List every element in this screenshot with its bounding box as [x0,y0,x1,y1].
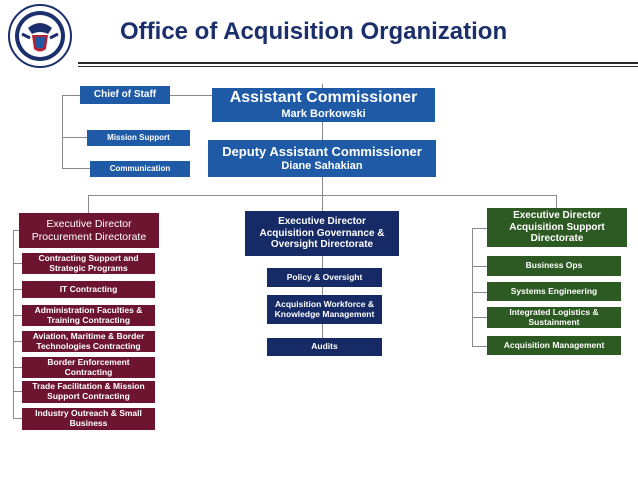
header-rule-thin [78,66,638,67]
support-directorate-head: Executive Director Acquisition Support D… [487,208,627,247]
governance-item: Acquisition Workforce & Knowledge Manage… [267,295,382,324]
procurement-item: Administration Faculties & Training Cont… [22,305,155,326]
support-item: Business Ops [487,256,621,276]
deputy-assistant-commissioner-title: Deputy Assistant Commissioner [222,143,422,159]
procurement-item: Border Enforcement Contracting [22,357,155,378]
procurement-item: Contracting Support and Strategic Progra… [22,253,155,274]
page-title: Office of Acquisition Organization [120,18,508,45]
governance-item: Audits [267,338,382,356]
header-rule [78,62,638,64]
deputy-assistant-commissioner-box: Deputy Assistant Commissioner Diane Saha… [208,140,436,177]
support-item: Systems Engineering [487,282,621,301]
communication-box: Communication [90,161,190,177]
procurement-directorate-head: Executive Director Procurement Directora… [19,213,159,248]
assistant-commissioner-name: Mark Borkowski [281,107,366,120]
support-item: Integrated Logistics & Sustainment [487,307,621,328]
governance-item: Policy & Oversight [267,268,382,287]
procurement-item: IT Contracting [22,281,155,298]
assistant-commissioner-box: Assistant Commissioner Mark Borkowski [212,88,435,122]
support-item: Acquisition Management [487,336,621,355]
chief-of-staff-label: Chief of Staff [93,89,157,101]
procurement-item: Aviation, Maritime & Border Technologies… [22,331,155,352]
procurement-item: Industry Outreach & Small Business [22,408,155,430]
procurement-item: Trade Facilitation & Mission Support Con… [22,381,155,403]
assistant-commissioner-title: Assistant Commissioner [229,89,418,107]
governance-directorate-head: Executive Director Acquisition Governanc… [245,211,399,256]
mission-support-label: Mission Support [107,133,170,143]
chief-of-staff-box: Chief of Staff [80,86,170,104]
dhs-seal-logo [8,4,72,68]
communication-label: Communication [109,164,171,174]
mission-support-box: Mission Support [87,130,190,146]
deputy-assistant-commissioner-name: Diane Sahakian [281,159,363,172]
